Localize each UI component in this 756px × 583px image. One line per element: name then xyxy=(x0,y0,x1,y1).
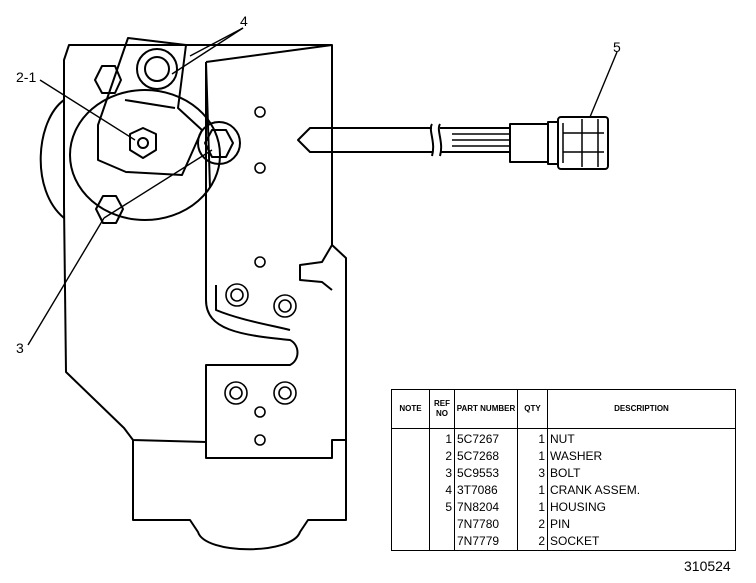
hole xyxy=(254,256,266,268)
callout-3: 3 xyxy=(16,340,24,356)
header-qty: QTY xyxy=(517,389,548,429)
cell-desc: PIN xyxy=(547,516,736,533)
connector-ribs xyxy=(562,119,604,167)
hole xyxy=(254,106,266,118)
hole xyxy=(254,162,266,174)
cell-desc: BOLT xyxy=(547,465,736,482)
cell-note xyxy=(391,465,430,482)
cell-note xyxy=(391,482,430,499)
cell-note xyxy=(391,448,430,465)
table-row: 7N7779 2 SOCKET xyxy=(391,533,736,551)
plate-notch xyxy=(297,127,332,153)
hole xyxy=(254,434,266,446)
bolt-bottom-left xyxy=(95,195,124,224)
leader-4b xyxy=(189,27,244,57)
leader-2-1 xyxy=(39,79,136,141)
cell-qty: 1 xyxy=(517,448,548,465)
cell-part: 7N7779 xyxy=(454,533,518,551)
table-header-row: NOTE REF NO PART NUMBER QTY DESCRIPTION xyxy=(391,389,736,429)
cell-ref xyxy=(429,533,455,551)
table-row: 3 5C9553 3 BOLT xyxy=(391,465,736,482)
cell-ref: 4 xyxy=(429,482,455,499)
table-row: 5 7N8204 1 HOUSING xyxy=(391,499,736,516)
leader-lines xyxy=(27,27,618,346)
header-note: NOTE xyxy=(391,389,430,429)
cell-qty: 1 xyxy=(517,482,548,499)
cell-desc: CRANK ASSEM. xyxy=(547,482,736,499)
connector-collar xyxy=(509,123,549,163)
header-part: PART NUMBER xyxy=(454,389,518,429)
cell-ref: 1 xyxy=(429,428,455,448)
washer-top xyxy=(136,48,178,90)
cell-part: 5C9553 xyxy=(454,465,518,482)
cell-qty: 2 xyxy=(517,533,548,551)
table-row: 4 3T7086 1 CRANK ASSEM. xyxy=(391,482,736,499)
hole xyxy=(224,381,248,405)
hole xyxy=(230,288,244,302)
table-row: 2 5C7268 1 WASHER xyxy=(391,448,736,465)
crank-arm-inner xyxy=(124,99,176,109)
cell-desc: WASHER xyxy=(547,448,736,465)
cell-qty: 2 xyxy=(517,516,548,533)
cell-ref xyxy=(429,516,455,533)
hole xyxy=(273,381,297,405)
cell-ref: 2 xyxy=(429,448,455,465)
cell-desc: SOCKET xyxy=(547,533,736,551)
cell-part: 3T7086 xyxy=(454,482,518,499)
leader-5 xyxy=(589,51,618,118)
cell-note xyxy=(391,499,430,516)
cell-part: 5C7268 xyxy=(454,448,518,465)
cell-part: 7N8204 xyxy=(454,499,518,516)
hole xyxy=(229,386,243,400)
cell-note xyxy=(391,533,430,551)
callout-2-1: 2-1 xyxy=(16,69,37,85)
table-row: 1 5C7267 1 NUT xyxy=(391,428,736,448)
bolt-right xyxy=(204,129,234,158)
cable-wires xyxy=(452,133,510,147)
cell-ref: 3 xyxy=(429,465,455,482)
hole xyxy=(273,294,297,318)
cell-desc: NUT xyxy=(547,428,736,448)
header-ref: REF NO xyxy=(429,389,455,429)
leader-3a xyxy=(27,217,105,346)
cell-note xyxy=(391,428,430,448)
document-number: 310524 xyxy=(684,558,731,574)
cell-qty: 3 xyxy=(517,465,548,482)
leader-3b xyxy=(103,149,213,219)
parts-table: NOTE REF NO PART NUMBER QTY DESCRIPTION … xyxy=(391,389,736,551)
hole xyxy=(225,283,249,307)
housing-left-bulge xyxy=(39,99,65,219)
leader-4a xyxy=(171,27,244,75)
header-desc: DESCRIPTION xyxy=(547,389,736,429)
bolt-top-left xyxy=(94,65,122,94)
cell-note xyxy=(391,516,430,533)
hole xyxy=(254,406,266,418)
connector-body xyxy=(547,121,559,165)
callout-4: 4 xyxy=(240,13,248,29)
center-nut-hole xyxy=(137,137,149,149)
plate-step xyxy=(299,244,333,291)
cover-plate xyxy=(205,44,333,442)
center-nut xyxy=(129,127,157,159)
cell-part: 5C7267 xyxy=(454,428,518,448)
connector-socket xyxy=(557,116,609,170)
cable xyxy=(332,123,510,157)
hole xyxy=(278,299,292,313)
nut-top xyxy=(144,56,170,82)
cell-qty: 1 xyxy=(517,499,548,516)
cell-part: 7N7780 xyxy=(454,516,518,533)
crank-disc xyxy=(69,89,221,221)
hole xyxy=(278,386,292,400)
table-row: 7N7780 2 PIN xyxy=(391,516,736,533)
bolt-right-washer xyxy=(197,121,241,165)
cell-qty: 1 xyxy=(517,428,548,448)
cell-ref: 5 xyxy=(429,499,455,516)
plate-inner-edge xyxy=(215,285,291,331)
callout-5: 5 xyxy=(613,39,621,55)
housing-body xyxy=(63,44,347,459)
cell-desc: HOUSING xyxy=(547,499,736,516)
base-block xyxy=(132,440,347,551)
plate-holes xyxy=(224,106,297,446)
